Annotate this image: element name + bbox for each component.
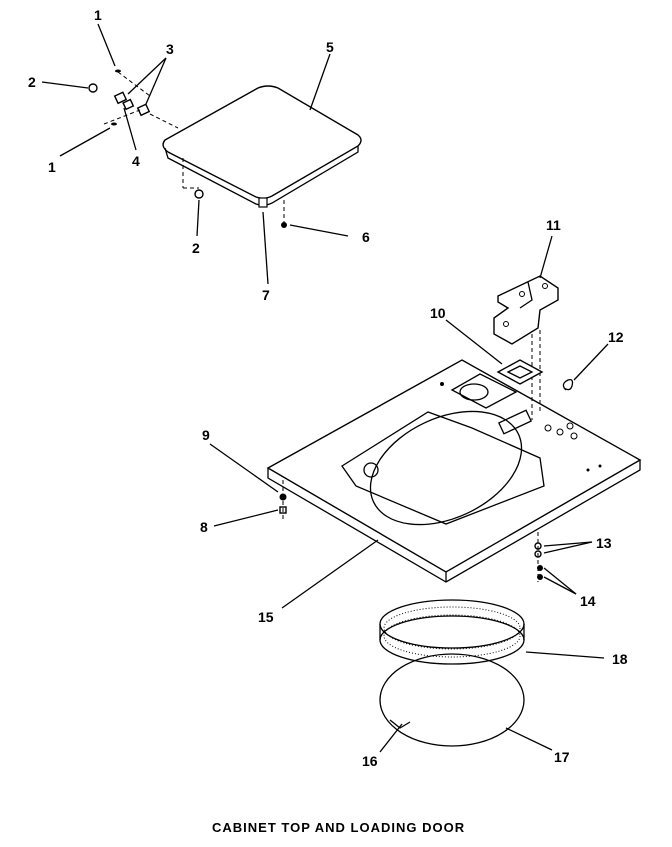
door-disc — [379, 653, 525, 747]
callout-4: 4 — [132, 153, 140, 169]
callout-9: 9 — [202, 427, 210, 443]
callout-1-bottom: 1 — [48, 159, 56, 175]
callout-17: 17 — [554, 749, 570, 765]
callout-1-top: 1 — [94, 7, 102, 23]
callout-2-lower: 2 — [192, 240, 200, 256]
callout-10: 10 — [430, 305, 446, 321]
loading-door-lid — [149, 85, 362, 222]
callout-5: 5 — [326, 39, 334, 55]
switch-bracket — [493, 275, 559, 420]
gasket-ring — [379, 599, 525, 665]
callout-7: 7 — [262, 287, 270, 303]
callout-2-left: 2 — [28, 74, 36, 90]
spring-part — [562, 378, 574, 391]
small-screws — [279, 480, 543, 582]
callout-18: 18 — [612, 651, 628, 667]
callout-13: 13 — [596, 535, 612, 551]
callout-3: 3 — [166, 41, 174, 57]
callout-12: 12 — [608, 329, 624, 345]
callout-8: 8 — [200, 519, 208, 535]
callout-14: 14 — [580, 593, 596, 609]
callout-labels: 1 1 2 2 3 4 5 6 7 8 9 10 11 12 13 14 15 … — [28, 7, 628, 769]
callout-16: 16 — [362, 753, 378, 769]
hinge-hardware — [88, 69, 287, 228]
diagram-caption: CABINET TOP AND LOADING DOOR — [212, 820, 465, 835]
callout-11: 11 — [546, 217, 561, 233]
callout-6: 6 — [362, 229, 370, 245]
cabinet-top-panel — [266, 359, 642, 583]
leader-lines — [41, 23, 609, 753]
callout-15: 15 — [258, 609, 274, 625]
